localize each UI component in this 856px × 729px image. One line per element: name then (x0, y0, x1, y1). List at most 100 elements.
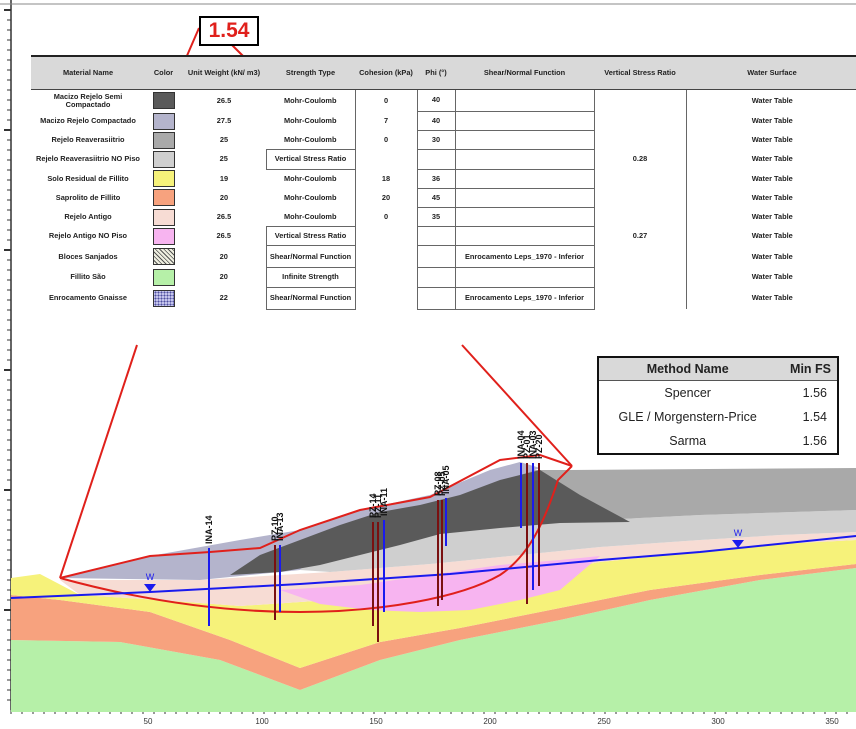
shear-normal-function (454, 267, 595, 288)
x-tick-label: 50 (144, 717, 153, 726)
vertical-stress-ratio: 0.27 (593, 226, 687, 246)
material-color (145, 131, 182, 150)
water-marker-label: W (146, 572, 155, 582)
unit-weight: 26.5 (216, 231, 231, 241)
header-cohesion: Cohesion (kPa) (355, 55, 417, 90)
slip-surface (59, 465, 573, 614)
material-name: Enrocamento Gnaisse (48, 292, 128, 302)
cohesion (355, 268, 417, 287)
color-swatch (152, 208, 175, 226)
rejelo-antigo-layer (60, 532, 856, 606)
water-surface: Water Table (751, 173, 793, 183)
material-color (145, 246, 182, 268)
header-vertical-stress: Vertical Stress Ratio (594, 55, 686, 90)
min-fs: 1.56 (802, 434, 827, 448)
shear-normal-function (454, 110, 595, 132)
header-material-name: Material Name (31, 55, 145, 90)
strength-type: Shear/Normal Function (265, 286, 356, 310)
header-unit-weight: Unit Weight (kN/ m3) (182, 55, 266, 90)
strength-type: Mohr-Coulomb (266, 169, 356, 189)
phi: 35 (416, 206, 456, 228)
material-color (145, 207, 182, 226)
phi: 30 (416, 130, 456, 151)
fillito-sao-layer (11, 568, 856, 712)
semi-compactado-layer (230, 470, 630, 575)
water-surface: Water Table (751, 211, 793, 221)
instrument-label: PZ-05 (437, 471, 447, 496)
header-strength-type: Strength Type (266, 55, 355, 90)
color-swatch (152, 189, 175, 207)
instrument-label: PZ-01 (522, 434, 532, 459)
material-color (145, 188, 182, 207)
material-color (145, 90, 182, 112)
water-surface: Water Table (751, 154, 793, 164)
strength-type: Shear/Normal Function (265, 245, 356, 269)
unit-weight: 27.5 (216, 116, 232, 126)
material-name: Macizo Rejelo Semi Compactado (53, 91, 123, 109)
material-color (145, 227, 182, 246)
left-ruler-ticks (4, 9, 11, 701)
instrument-label: INA-04 (516, 430, 526, 459)
shear-normal-function: Enrocamento Leps_1970 - Inferior (454, 286, 595, 310)
water-surface: Water Table (751, 292, 793, 302)
water-surface: Water Table (751, 231, 793, 241)
instrument-label: PZ-20 (534, 434, 544, 459)
color-swatch (152, 289, 175, 307)
shear-normal-function (454, 226, 595, 247)
vertical-stress-ratio (593, 287, 687, 309)
vertical-stress-ratio: 0.28 (593, 149, 687, 170)
shear-normal-function (454, 130, 595, 151)
method-fs-table: Method Name Min FS Spencer 1.56 GLE / Mo… (597, 356, 839, 455)
instrument-label: PZ-10 (270, 516, 280, 541)
phi: 36 (416, 168, 456, 189)
vertical-stress-ratio (593, 245, 687, 268)
phi (416, 267, 456, 288)
water-surface: Water Table (751, 116, 793, 126)
strength-type: Mohr-Coulomb (266, 130, 356, 150)
instrument-label: INA-13 (275, 512, 285, 541)
cohesion (355, 150, 417, 169)
strength-type: Mohr-Coulomb (266, 89, 356, 112)
table-row: GLE / Morgenstern-Price 1.54 (599, 405, 837, 429)
min-fs: 1.56 (802, 386, 827, 400)
instrument-label: INA-03 (528, 430, 538, 459)
phi (416, 226, 456, 247)
header-method-name: Method Name (599, 358, 777, 381)
shear-normal-function: Enrocamento Leps_1970 - Inferior (454, 245, 595, 269)
phi: 40 (416, 110, 456, 132)
cohesion (355, 227, 417, 246)
water-surface: Water Table (751, 135, 793, 145)
vertical-stress-ratio (593, 207, 687, 227)
material-name: Rejelo Reaverasiitrio (51, 135, 125, 145)
vertical-stress-ratio (593, 130, 687, 150)
cohesion: 18 (381, 173, 391, 183)
unit-weight: 20 (219, 251, 228, 261)
critical-fs-label: 1.54 (199, 16, 259, 46)
material-name: Rejelo Antigo (64, 211, 112, 221)
color-swatch (152, 131, 175, 149)
unit-weight: 25 (219, 154, 228, 164)
method-name: Spencer (664, 386, 711, 400)
saprolito-layer (11, 564, 856, 690)
x-tick-label: 300 (711, 717, 725, 726)
strength-type: Mohr-Coulomb (266, 188, 356, 208)
cohesion: 7 (383, 116, 389, 126)
callout-line-left (59, 344, 138, 579)
unit-weight: 26.5 (216, 211, 232, 221)
color-swatch (152, 150, 175, 168)
strength-type: Mohr-Coulomb (266, 207, 356, 227)
phi (416, 286, 456, 310)
water-surface: Water Table (751, 95, 793, 105)
cohesion (355, 287, 417, 309)
cohesion: 0 (383, 135, 389, 145)
strength-type: Vertical Stress Ratio (265, 149, 356, 170)
shear-normal-function (454, 187, 595, 208)
